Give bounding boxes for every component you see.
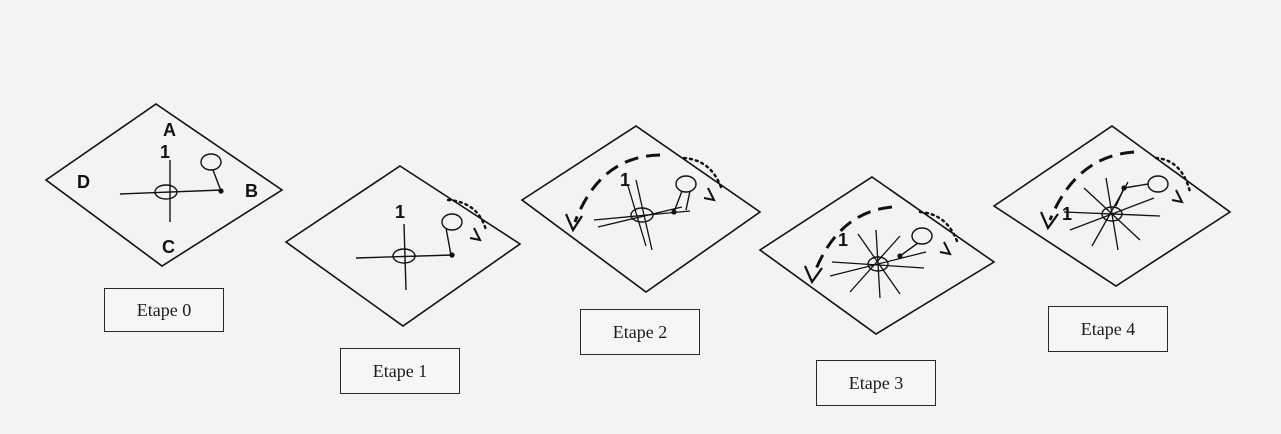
panel-step-3: 1 <box>758 176 996 335</box>
corner-label-b: B <box>245 181 258 201</box>
dotted-rotation-arrow <box>682 156 724 192</box>
arrowhead-icon <box>939 241 952 256</box>
side-link <box>445 227 452 256</box>
side-link <box>1123 183 1149 189</box>
stick-line <box>635 179 653 251</box>
dotted-rotation-arrow <box>1154 156 1192 194</box>
stick-line <box>627 185 647 247</box>
side-ring <box>441 213 463 231</box>
panel-step-1: 1 <box>284 165 522 327</box>
stick-number-label: 1 <box>160 142 170 162</box>
step-label-2: Etape 2 <box>580 309 700 355</box>
center-hole <box>154 184 178 200</box>
arrowhead-icon <box>564 213 583 233</box>
step-label-3: Etape 3 <box>816 360 936 406</box>
stick-line <box>857 233 901 295</box>
dotted-rotation-arrow <box>446 198 488 232</box>
pivot-point <box>897 253 903 259</box>
dotted-rotation-arrow <box>918 210 960 246</box>
pivot-point <box>671 209 677 215</box>
corner-label-d: D <box>77 172 90 192</box>
side-ring <box>675 175 697 193</box>
stick-number-label: 1 <box>1062 204 1072 224</box>
panel-step-4: 1 <box>992 125 1232 287</box>
dashed-rotation-arrow <box>573 153 661 223</box>
stick-number-label: 1 <box>620 170 630 190</box>
side-link <box>673 190 683 213</box>
panel-step-0: A B C D 1 <box>44 103 284 267</box>
pivot-point <box>449 252 455 258</box>
side-ring <box>1147 175 1169 193</box>
stick-line <box>1105 177 1119 251</box>
stick-number-label: 1 <box>838 230 848 250</box>
pivot-point <box>218 188 224 194</box>
arrowhead-icon <box>1171 189 1184 204</box>
horizontal-stick <box>355 254 454 259</box>
arrowhead-icon <box>1039 211 1059 231</box>
corner-label-c: C <box>162 237 175 257</box>
stick-line <box>875 229 881 299</box>
side-ring <box>200 153 222 171</box>
arrowhead-icon <box>803 265 823 285</box>
board-diamond <box>284 165 522 327</box>
pivot-point <box>1121 185 1127 191</box>
side-ring <box>911 227 933 245</box>
side-link <box>212 169 222 192</box>
stick-line <box>597 206 683 228</box>
side-link <box>685 190 691 211</box>
corner-label-a: A <box>163 120 176 140</box>
horizontal-stick <box>119 189 223 195</box>
dashed-rotation-arrow <box>812 205 893 275</box>
step-label-1: Etape 1 <box>340 348 460 394</box>
side-link <box>1115 187 1125 207</box>
board-diamond <box>520 125 762 293</box>
stick-number-label: 1 <box>395 202 405 222</box>
side-link <box>899 242 919 257</box>
board-diamond <box>992 125 1232 287</box>
step-label-0: Etape 0 <box>104 288 224 332</box>
stick-line <box>849 235 901 293</box>
panel-step-2: 1 <box>520 125 762 293</box>
arrowhead-icon <box>469 227 482 242</box>
step-label-4: Etape 4 <box>1048 306 1168 352</box>
dashed-rotation-arrow <box>1048 150 1135 221</box>
arrowhead-icon <box>703 187 716 202</box>
center-hole <box>392 248 416 264</box>
board-diamond <box>44 103 284 267</box>
